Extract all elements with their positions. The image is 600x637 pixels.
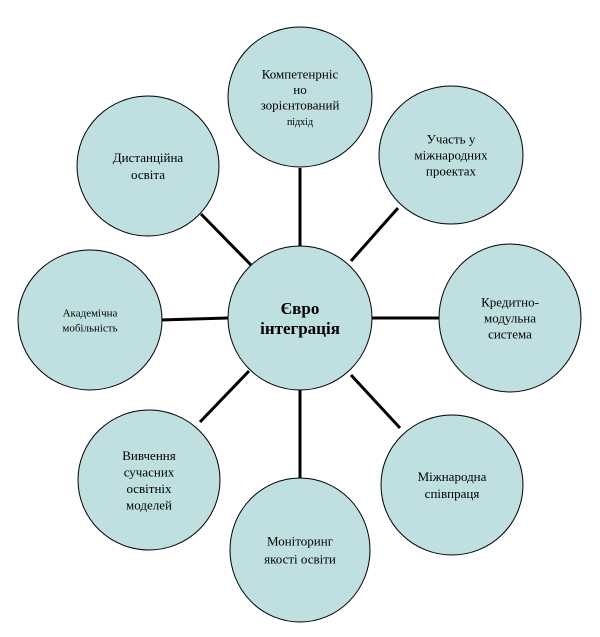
connector-models xyxy=(198,369,251,424)
node-mobility: Академічна мобільність xyxy=(17,249,163,391)
node-label-line: сучасних xyxy=(124,464,175,479)
center-label-line: Євро xyxy=(281,299,320,318)
node-label-line: співпраця xyxy=(425,486,480,501)
connector-cooperation xyxy=(349,373,402,430)
nodes: КомпетенрніснозорієнтованийпідхідУчасть … xyxy=(17,26,582,623)
node-circle xyxy=(380,414,524,556)
node-circle xyxy=(227,26,373,168)
node-circle xyxy=(76,95,220,237)
center-label-line: інтеграція xyxy=(260,319,340,338)
node-label-line: система xyxy=(488,327,532,342)
node-label-line: Участь у xyxy=(427,132,476,147)
node-label-line: но xyxy=(293,82,306,97)
node-label-line: модульна xyxy=(484,311,536,326)
connector-projects xyxy=(349,207,400,262)
node-distance: Дистанційна освіта xyxy=(76,95,220,237)
node-label-line: якості освіти xyxy=(264,552,336,567)
connector-mobility xyxy=(159,316,229,322)
node-label-line: Дистанційна xyxy=(113,150,184,165)
node-circle xyxy=(77,409,221,551)
node-label-line: моделей xyxy=(126,497,172,512)
node-monitoring: Моніторинг якості освіти xyxy=(229,477,371,623)
connector-distance xyxy=(199,212,253,267)
node-label-line: Компетенрніс xyxy=(262,66,339,81)
node-label-line: освітніх xyxy=(126,481,172,496)
node-cooperation: Міжнародна співпраця xyxy=(380,414,524,556)
center-circle xyxy=(227,245,373,391)
node-label-line: Академічна xyxy=(63,307,118,319)
node-label-line: підхід xyxy=(287,117,313,128)
node-circle xyxy=(17,249,163,391)
node-label-line: Кредитно- xyxy=(481,295,539,310)
node-label-line: Моніторинг xyxy=(267,534,333,549)
node-label-line: освіта xyxy=(131,167,165,182)
node-label-line: зорієнтований xyxy=(261,97,340,112)
node-label-line: проектах xyxy=(426,164,477,179)
node-circle xyxy=(438,243,582,393)
node-label-line: Міжнародна xyxy=(418,469,487,484)
node-circle xyxy=(378,85,524,225)
node-circle xyxy=(229,477,371,623)
node-label-line: мобільність xyxy=(62,322,117,334)
connectors xyxy=(159,168,439,478)
node-label-line: міжнародних xyxy=(414,148,488,163)
node-label-line: Вивчення xyxy=(122,448,175,463)
